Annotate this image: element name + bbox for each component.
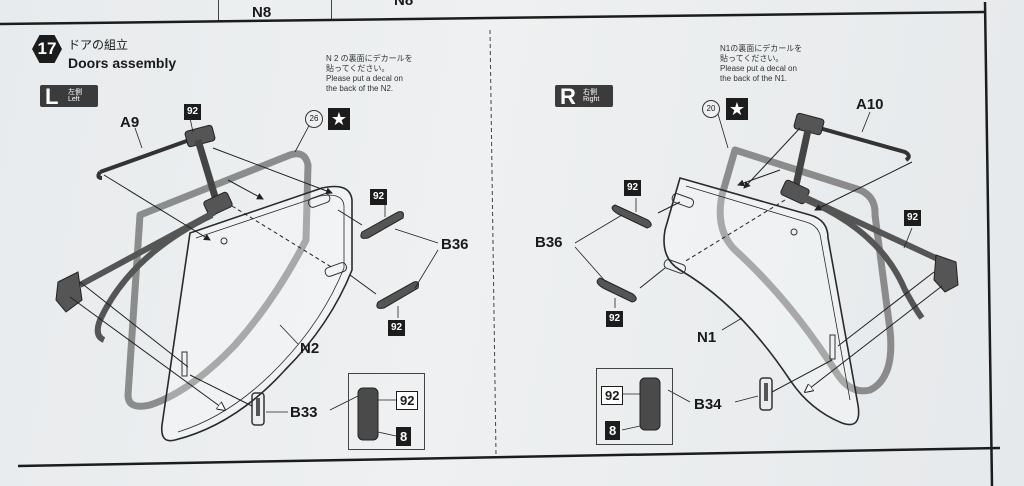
step-title-en: Doors assembly <box>68 55 177 71</box>
left-paint-code-handle-top: 92 <box>370 189 388 205</box>
left-inset-code-1: 92 <box>396 391 419 410</box>
left-inset-part <box>357 387 379 441</box>
right-note-jp-line2: 貼ってください。 <box>720 54 784 63</box>
left-glass-shadow <box>124 150 312 410</box>
left-inset-code-2: 8 <box>396 427 412 446</box>
top-border-line <box>0 10 986 26</box>
step-number: 17 <box>37 39 57 58</box>
bottom-border-line <box>17 446 1001 468</box>
right-clear-panel <box>663 177 860 426</box>
left-note-en-line1: Please put a decal on <box>326 74 403 83</box>
right-handles-label: B36 <box>535 234 563 251</box>
step-title-jp: ドアの組立 <box>68 38 129 52</box>
right-side-letter: R <box>560 84 576 109</box>
left-door-assembly <box>55 117 439 442</box>
right-glass-label: N1 <box>697 329 717 346</box>
center-divider <box>489 29 497 456</box>
left-decal-star-icon: ★ <box>328 108 350 130</box>
left-side-jp: 左側 <box>68 89 82 96</box>
left-lock-label: B33 <box>290 404 318 421</box>
left-handles-label: B36 <box>441 236 469 253</box>
right-note-en-line2: the back of the N1. <box>720 74 788 83</box>
left-decal-note: N 2 の裏面にデカールを 貼ってください。 Please put a deca… <box>326 54 413 94</box>
right-decal-star-icon: ★ <box>726 98 748 120</box>
prev-part-label-right: N8 <box>394 0 414 9</box>
left-glass-label: N2 <box>300 340 320 357</box>
right-frame-label: A10 <box>856 96 884 113</box>
right-inset-part <box>639 377 661 431</box>
step-number-badge: 17 <box>32 35 62 63</box>
prev-part-label-left: N8 <box>252 4 272 21</box>
right-door-assembly <box>574 111 959 431</box>
right-paint-code-frame: 92 <box>904 210 922 226</box>
right-paint-code-handle-top: 92 <box>624 180 642 196</box>
right-side-tag: R 右側 Right <box>555 84 613 109</box>
right-border-line <box>983 1 994 486</box>
left-note-jp-line1: N 2 の裏面にデカールを <box>326 54 413 63</box>
right-decal-note: N1の裏面にデカールを 貼ってください。 Please put a decal … <box>720 44 802 84</box>
right-lock-label: B34 <box>694 396 722 413</box>
left-note-en-line2: the back of the N2. <box>326 84 394 93</box>
left-side-letter: L <box>45 84 59 109</box>
right-note-en-line1: Please put a decal on <box>720 64 797 73</box>
right-painting-inset <box>596 368 673 445</box>
left-paint-code-frame: 92 <box>184 104 202 120</box>
left-painting-inset <box>348 373 425 450</box>
right-decal-number: 20 <box>702 100 720 118</box>
right-side-en: Right <box>583 96 600 103</box>
right-inset-code-1: 92 <box>601 386 624 405</box>
right-inset-code-2: 8 <box>605 421 621 440</box>
right-note-jp-line1: N1の裏面にデカールを <box>720 44 803 53</box>
left-side-tag: L 左側 Left <box>40 84 98 109</box>
left-decal-number: 26 <box>305 110 323 128</box>
left-note-jp-line2: 貼ってください。 <box>326 64 390 73</box>
right-side-jp: 右側 <box>583 89 597 96</box>
left-paint-code-handle-bottom: 92 <box>388 320 406 336</box>
right-glass-shadow <box>716 146 895 395</box>
left-side-en: Left <box>68 96 80 103</box>
right-paint-code-handle-bottom: 92 <box>606 311 624 327</box>
left-frame-label: A9 <box>120 114 140 131</box>
